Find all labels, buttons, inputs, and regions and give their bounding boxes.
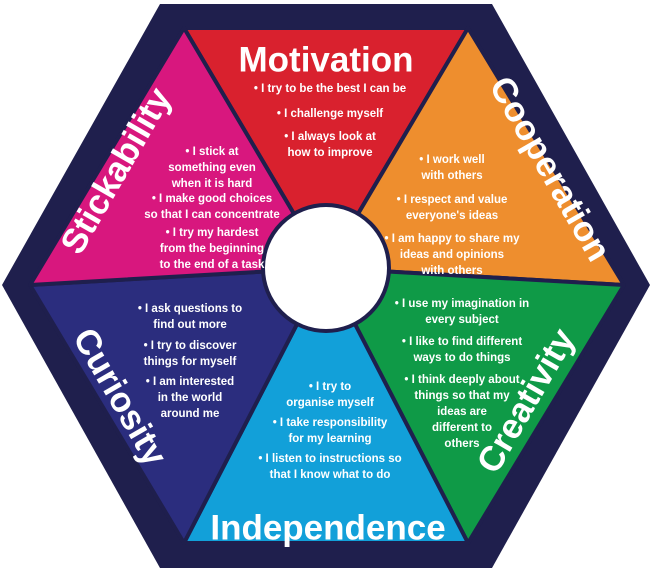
- bullet-line: ways to do things: [412, 352, 510, 364]
- bullet-line: • I try to: [309, 381, 351, 393]
- bullet-line: ideas are: [437, 406, 487, 418]
- bullet-line: different to: [432, 422, 492, 434]
- bullet-line: • I think deeply about: [404, 374, 519, 386]
- independence-bullet: • I take responsibility for my learning: [273, 417, 388, 445]
- bullet-line: • I respect and value: [397, 194, 508, 206]
- bullet-line: things so that my: [414, 390, 510, 402]
- creativity-bullet: • I think deeply about things so that my i…: [404, 374, 519, 450]
- bullet-line: • I like to find different: [402, 336, 522, 348]
- bullet-line: • I try to be the best I can be: [254, 83, 406, 95]
- creativity-bullet: • I like to find different ways to do thi…: [402, 336, 522, 364]
- stickability-bullet: • I stick at something even when it is har…: [168, 146, 256, 190]
- bullet-line: for my learning: [288, 433, 371, 445]
- bullet-line: around me: [161, 408, 220, 420]
- bullet-line: • I stick at: [185, 146, 238, 158]
- motivation-bullet: • I try to be the best I can be: [254, 83, 406, 95]
- bullet-line: organise myself: [286, 397, 374, 409]
- bullet-line: when it is hard: [171, 178, 253, 190]
- bullet-line: that I know what to do: [270, 469, 391, 481]
- stickability-bullet: • I make good choices so that I can conce…: [144, 193, 279, 221]
- bullet-line: so that I can concentrate: [144, 209, 279, 221]
- stickability-bullet: • I try my hardest from the beginning to t…: [160, 227, 265, 271]
- bullet-line: • I am interested: [146, 376, 234, 388]
- bullet-line: something even: [168, 162, 256, 174]
- independence-bullet: • I listen to instructions so that I know…: [258, 453, 401, 481]
- bullet-line: • I always look at: [284, 131, 376, 143]
- creativity-bullet: • I use my imagination in every subject: [395, 298, 529, 326]
- motivation-bullet: • I challenge myself: [277, 108, 383, 120]
- bullet-line: with others: [420, 265, 482, 277]
- bullet-line: • I try my hardest: [166, 227, 259, 239]
- bullet-line: others: [444, 438, 479, 450]
- independence-title: Independence: [210, 508, 445, 547]
- bullet-line: to the end of a task: [160, 259, 265, 271]
- stickability-segment: [28, 26, 328, 287]
- bullet-line: • I try to discover: [144, 340, 237, 352]
- bullet-line: • I listen to instructions so: [258, 453, 401, 465]
- bullet-line: in the world: [158, 392, 223, 404]
- motivation-bullet: • I always look at how to improve: [284, 131, 376, 159]
- bullet-line: • I take responsibility: [273, 417, 388, 429]
- bullet-line: every subject: [425, 314, 499, 326]
- bullet-line: • I ask questions to: [138, 303, 242, 315]
- bullet-line: everyone's ideas: [406, 210, 498, 222]
- curiosity-bullet: • I am interested in the world around me: [146, 376, 234, 420]
- bullet-line: • I am happy to share my: [384, 233, 520, 245]
- bullet-line: with others: [420, 170, 482, 182]
- bullet-line: things for myself: [144, 356, 237, 368]
- bullet-line: ideas and opinions: [400, 249, 504, 261]
- bullet-line: • I challenge myself: [277, 108, 383, 120]
- cooperation-bullet: • I work well with others: [419, 154, 484, 182]
- center-circle: [261, 203, 391, 333]
- bullet-line: • I make good choices: [152, 193, 272, 205]
- cooperation-bullet: • I respect and value everyone's ideas: [397, 194, 508, 222]
- bullet-line: find out more: [153, 319, 226, 331]
- independence-bullet: • I try to organise myself: [286, 381, 374, 409]
- motivation-title: Motivation: [239, 40, 414, 79]
- curiosity-bullet: • I try to discover things for myself: [144, 340, 237, 368]
- bullet-line: how to improve: [288, 147, 373, 159]
- bullet-line: • I use my imagination in: [395, 298, 529, 310]
- bullet-line: from the beginning: [160, 243, 264, 255]
- bullet-line: • I work well: [419, 154, 484, 166]
- cooperation-bullet: • I am happy to share my ideas and opinio…: [384, 233, 520, 277]
- curiosity-bullet: • I ask questions to find out more: [138, 303, 242, 331]
